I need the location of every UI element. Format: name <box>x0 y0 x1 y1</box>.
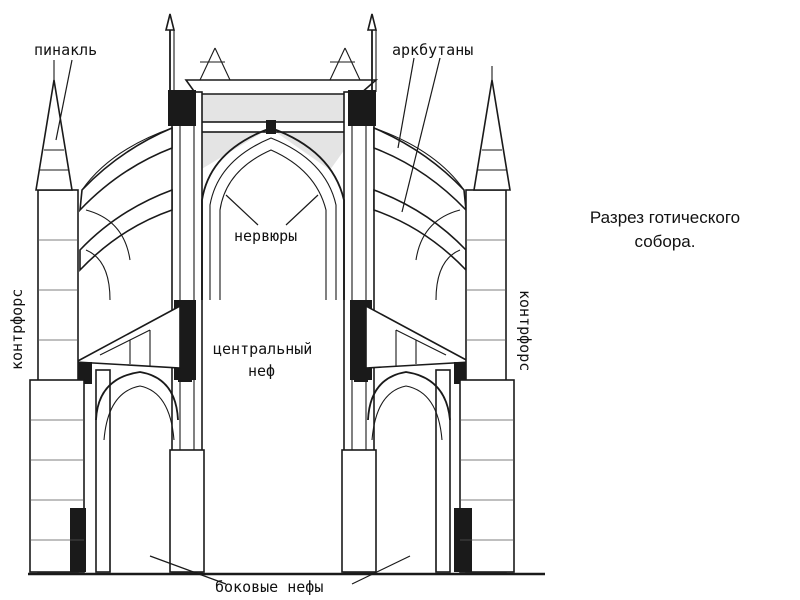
label-central-nave-1: центральный <box>213 340 312 358</box>
right-pinnacle <box>473 66 511 191</box>
label-ribs: нервюры <box>234 227 297 245</box>
caption-line-2: собора. <box>634 232 696 251</box>
roof-truss <box>184 47 379 95</box>
pier-spire-left <box>164 13 176 92</box>
leader-lines <box>55 57 441 585</box>
left-buttress-tower <box>29 189 86 573</box>
right-inner-base <box>341 449 377 573</box>
central-nave-ribs <box>201 127 345 300</box>
caption-line-1: Разрез готического <box>589 208 741 227</box>
label-pinnacle: пинакль <box>34 41 97 59</box>
right-buttress-tower <box>454 189 515 573</box>
label-buttress-left: контрфорс <box>8 289 26 370</box>
label-side-naves: боковые нефы <box>215 578 323 596</box>
left-flying-buttresses <box>78 126 173 301</box>
caption: Разрез готического собора. <box>560 206 770 254</box>
right-flying-buttresses <box>373 126 468 301</box>
label-flying-buttresses: аркбутаны <box>392 41 473 59</box>
label-buttress-right: контрфорс <box>516 290 534 371</box>
right-aisle-roof <box>365 304 474 384</box>
right-aisle-arch <box>367 369 451 573</box>
label-central-nave-2: неф <box>248 362 275 380</box>
left-aisle-arch <box>95 369 179 573</box>
left-pinnacle <box>35 60 73 191</box>
left-inner-base <box>169 449 205 573</box>
left-aisle-roof <box>72 304 181 384</box>
pier-spire-right <box>366 13 378 92</box>
keystone <box>266 120 276 134</box>
